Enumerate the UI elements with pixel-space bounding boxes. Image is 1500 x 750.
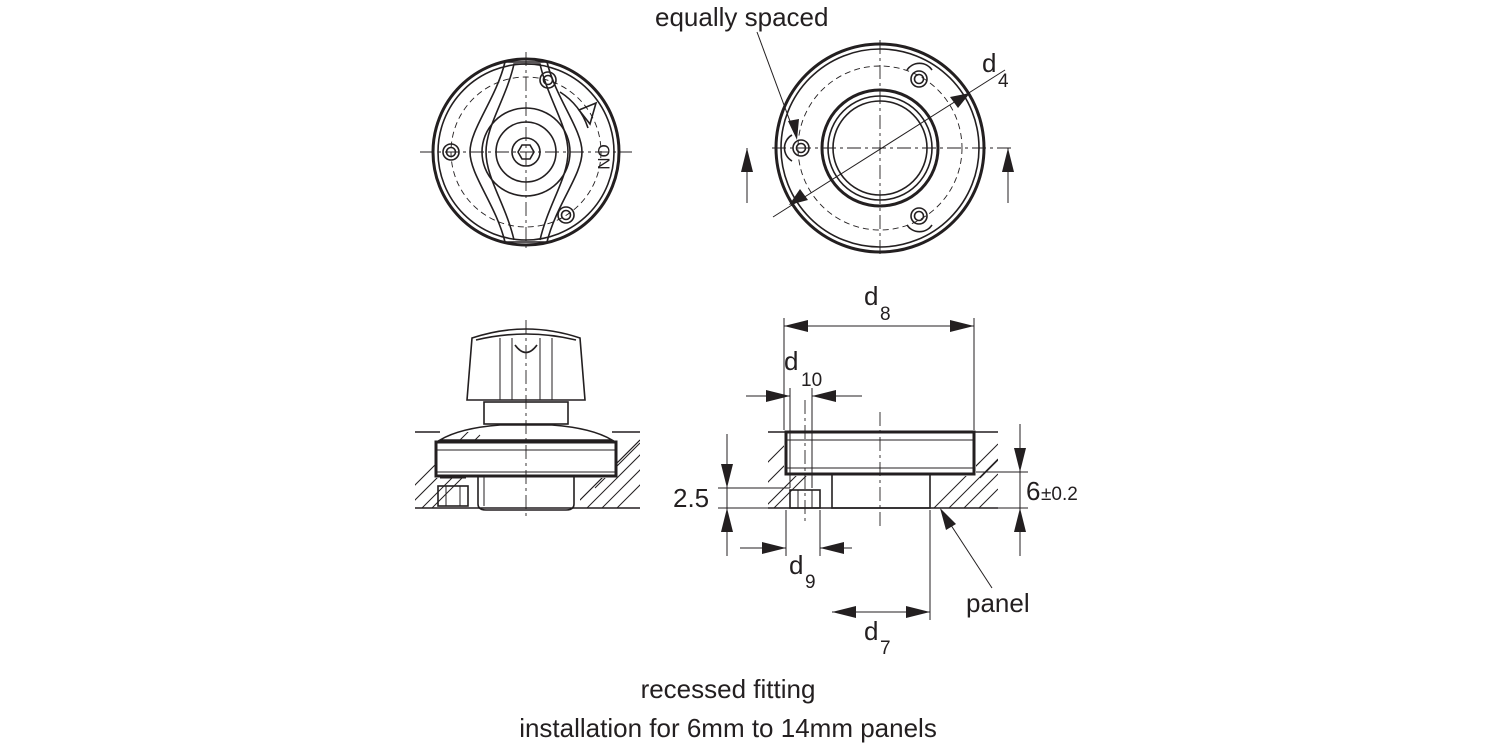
on-marking: ON [594, 144, 613, 170]
d9-label: d [789, 550, 803, 580]
dim-2-5-label: 2.5 [673, 483, 709, 513]
d7-label: d [864, 616, 878, 646]
base-side-section: d 8 d 10 2.5 d 9 6 ±0.2 [673, 281, 1078, 659]
d7-subscript: 7 [880, 638, 891, 659]
caption-line-2: installation for 6mm to 14mm panels [519, 713, 937, 743]
d4-subscript: 4 [998, 71, 1009, 92]
equally-spaced-label: equally spaced [655, 2, 828, 32]
d10-subscript: 10 [801, 370, 822, 391]
d4-label: d [982, 48, 996, 78]
dim-6-label: 6 [1026, 476, 1040, 506]
panel-label: panel [966, 588, 1030, 618]
dim-6-tolerance: ±0.2 [1041, 484, 1078, 505]
d8-label: d [864, 281, 878, 311]
d9-subscript: 9 [805, 572, 816, 593]
caption-line-1: recessed fitting [640, 674, 816, 704]
knob-top-view: ON [420, 52, 632, 252]
d8-subscript: 8 [880, 304, 891, 325]
knob-side-view [415, 320, 640, 518]
base-top-view: equally spaced d 4 [655, 2, 1014, 258]
d10-label: d [784, 346, 798, 376]
